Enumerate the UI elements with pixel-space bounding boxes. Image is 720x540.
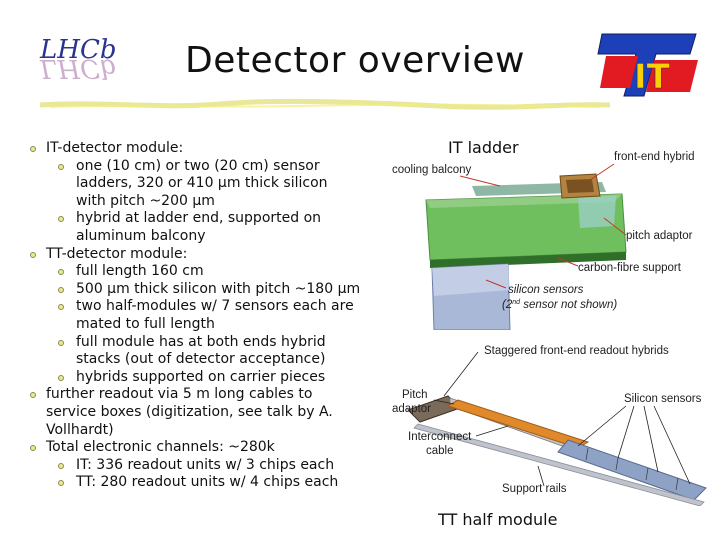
bullet-dot-icon <box>58 304 64 311</box>
tt-sensor-strip <box>446 399 590 449</box>
svg-text:pitch adaptor: pitch adaptor <box>626 230 693 242</box>
bullet-dot-icon <box>58 286 64 293</box>
it-ladder-caption: IT ladder <box>448 138 519 157</box>
bullet-item: IT-detector module: <box>22 140 382 158</box>
bullet-text-line: 500 µm thick silicon with pitch ~180 µm <box>76 280 361 297</box>
bullet-text-line: one (10 cm) or two (20 cm) sensor <box>76 157 320 174</box>
bullet-dot-icon <box>58 269 64 276</box>
svg-text:Support rails: Support rails <box>502 483 567 495</box>
bullet-text-line: hybrids supported on carrier pieces <box>76 368 326 385</box>
svg-text:Pitch: Pitch <box>402 389 428 401</box>
svg-text:cooling balcony: cooling balcony <box>392 164 472 176</box>
bullet-text-line: TT-detector module: <box>46 245 188 262</box>
svg-text:cable: cable <box>426 445 454 457</box>
bullet-text-line: two half-modules w/ 7 sensors each are <box>76 298 354 315</box>
bullet-text-line: further readout via 5 m long cables to <box>46 386 313 403</box>
bullet-text-line: mated to full length <box>76 315 215 332</box>
it-logo: IT <box>597 33 698 97</box>
bullet-text-line: hybrid at ladder end, supported on <box>76 210 322 227</box>
it-ladder-figure: cooling balcony front-end hybrid pitch a… <box>392 151 695 330</box>
bullet-text-line: with pitch ~200 µm <box>76 192 215 209</box>
tt-half-module-figure: Staggered front-end readout hybrids Pitc… <box>392 345 707 506</box>
svg-text:adaptor: adaptor <box>392 403 431 415</box>
sub-bullet-item: TT: 280 readout units w/ 4 chips each <box>22 474 382 492</box>
bullet-dot-icon <box>30 251 36 258</box>
svg-text:(2nd sensor not shown): (2nd sensor not shown) <box>502 299 617 311</box>
svg-text:Staggered front-end readout hy: Staggered front-end readout hybrids <box>484 345 669 357</box>
title-underline <box>40 98 610 110</box>
bullet-text-line: full length 160 cm <box>76 263 204 280</box>
sub-bullet-item: 500 µm thick silicon with pitch ~180 µm <box>22 281 382 299</box>
svg-text:Interconnect: Interconnect <box>408 431 472 443</box>
slide-title: Detector overview <box>185 40 525 81</box>
bullet-dot-icon <box>58 163 64 170</box>
bullet-text-line: aluminum balcony <box>76 227 206 244</box>
bullet-item: TT-detector module: <box>22 246 382 264</box>
bullet-dot-icon <box>58 480 64 487</box>
svg-text:Silicon sensors: Silicon sensors <box>624 393 702 405</box>
bullet-item: Total electronic channels: ~280k <box>22 439 382 457</box>
svg-text:IT: IT <box>634 57 671 97</box>
svg-text:carbon-fibre support: carbon-fibre support <box>578 262 682 274</box>
bullet-text-line: Total electronic channels: ~280k <box>46 439 275 456</box>
tt-half-module-caption: TT half module <box>438 510 558 529</box>
sub-bullet-item: hybrids supported on carrier pieces <box>22 369 382 387</box>
svg-text:silicon sensors: silicon sensors <box>508 284 584 296</box>
bullet-list: IT-detector module:one (10 cm) or two (2… <box>22 140 382 492</box>
bullet-text-line: stacks (out of detector acceptance) <box>76 351 326 368</box>
sub-bullet-item: IT: 336 readout units w/ 3 chips each <box>22 457 382 475</box>
sub-bullet-item: full length 160 cm <box>22 263 382 281</box>
bullet-text-line: ladders, 320 or 410 µm thick silicon <box>76 175 328 192</box>
bullet-text-line: IT-detector module: <box>46 140 184 156</box>
svg-text:LHCb: LHCb <box>39 35 116 65</box>
support-rail <box>413 423 705 506</box>
svg-text:front-end hybrid: front-end hybrid <box>614 151 695 163</box>
bullet-text-line: IT: 336 readout units w/ 3 chips each <box>76 456 335 473</box>
bullet-dot-icon <box>58 216 64 223</box>
bullet-dot-icon <box>30 445 36 452</box>
bullet-dot-icon <box>30 146 36 152</box>
bullet-text-line: TT: 280 readout units w/ 4 chips each <box>76 474 339 491</box>
bullet-dot-icon <box>58 374 64 381</box>
bullet-dot-icon <box>58 339 64 346</box>
bullet-text-line: service boxes (digitization, see talk by… <box>46 403 333 420</box>
bullet-dot-icon <box>58 462 64 469</box>
bullet-text-line: full module has at both ends hybrid <box>76 333 326 350</box>
bullet-dot-icon <box>30 392 36 399</box>
bullet-text-line: Vollhardt) <box>46 421 114 438</box>
lhcb-logo: LHCb LHCb <box>32 22 138 94</box>
svg-text:LHCb: LHCb <box>39 53 116 83</box>
